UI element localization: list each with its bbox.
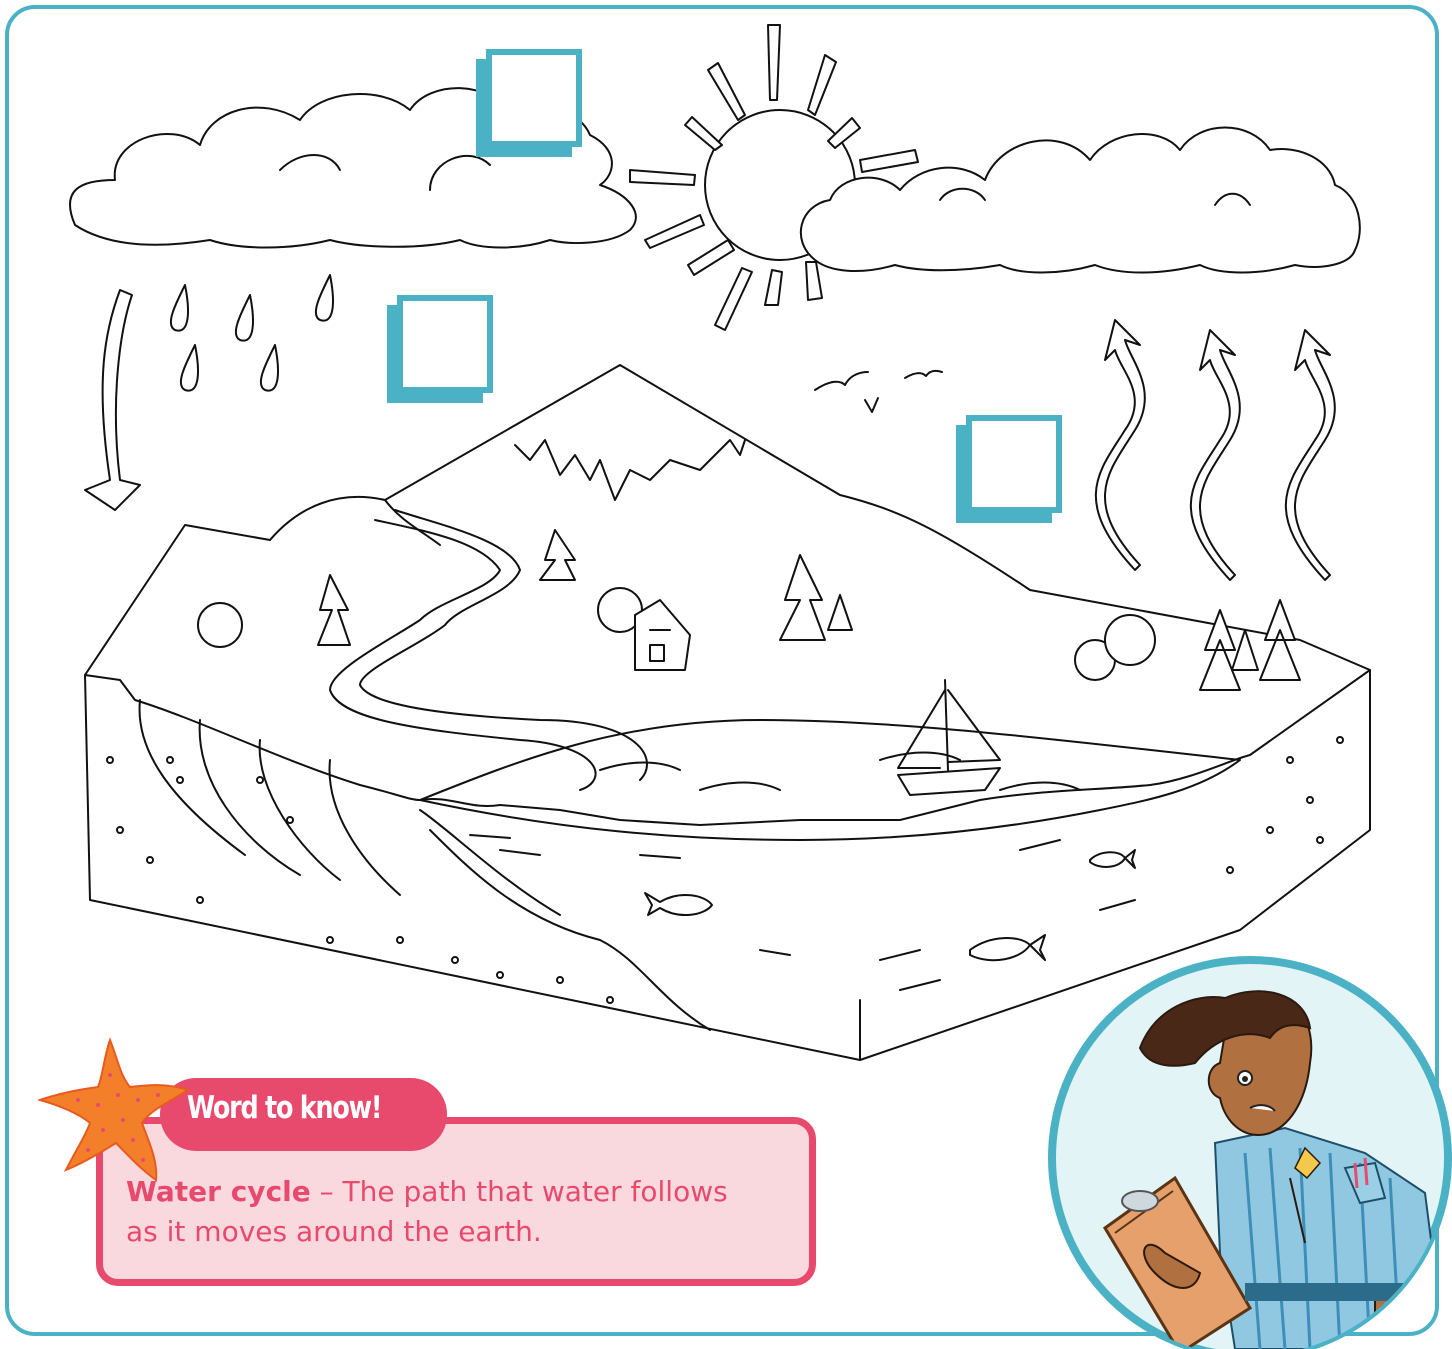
answer-box-precipitation[interactable] xyxy=(397,295,493,393)
starfish-icon xyxy=(38,1035,198,1190)
answer-box-input[interactable] xyxy=(966,415,1062,513)
answer-box-input[interactable] xyxy=(397,295,493,393)
cloud-right-icon xyxy=(801,128,1360,273)
word-to-know-title: Word to know! xyxy=(187,1090,381,1126)
up-arrows-icon xyxy=(1096,320,1335,580)
word-to-know-definition: Water cycle – The path that water follow… xyxy=(126,1172,766,1252)
answer-box-input[interactable] xyxy=(486,49,582,147)
word-to-know-term: Water cycle xyxy=(126,1175,311,1208)
scientist-character-icon xyxy=(1045,953,1452,1349)
raindrops-icon xyxy=(171,275,333,391)
answer-box-condensation[interactable] xyxy=(486,49,582,147)
answer-box-evaporation[interactable] xyxy=(966,415,1062,513)
birds-icon xyxy=(815,371,942,412)
down-arrow-icon xyxy=(85,290,140,510)
